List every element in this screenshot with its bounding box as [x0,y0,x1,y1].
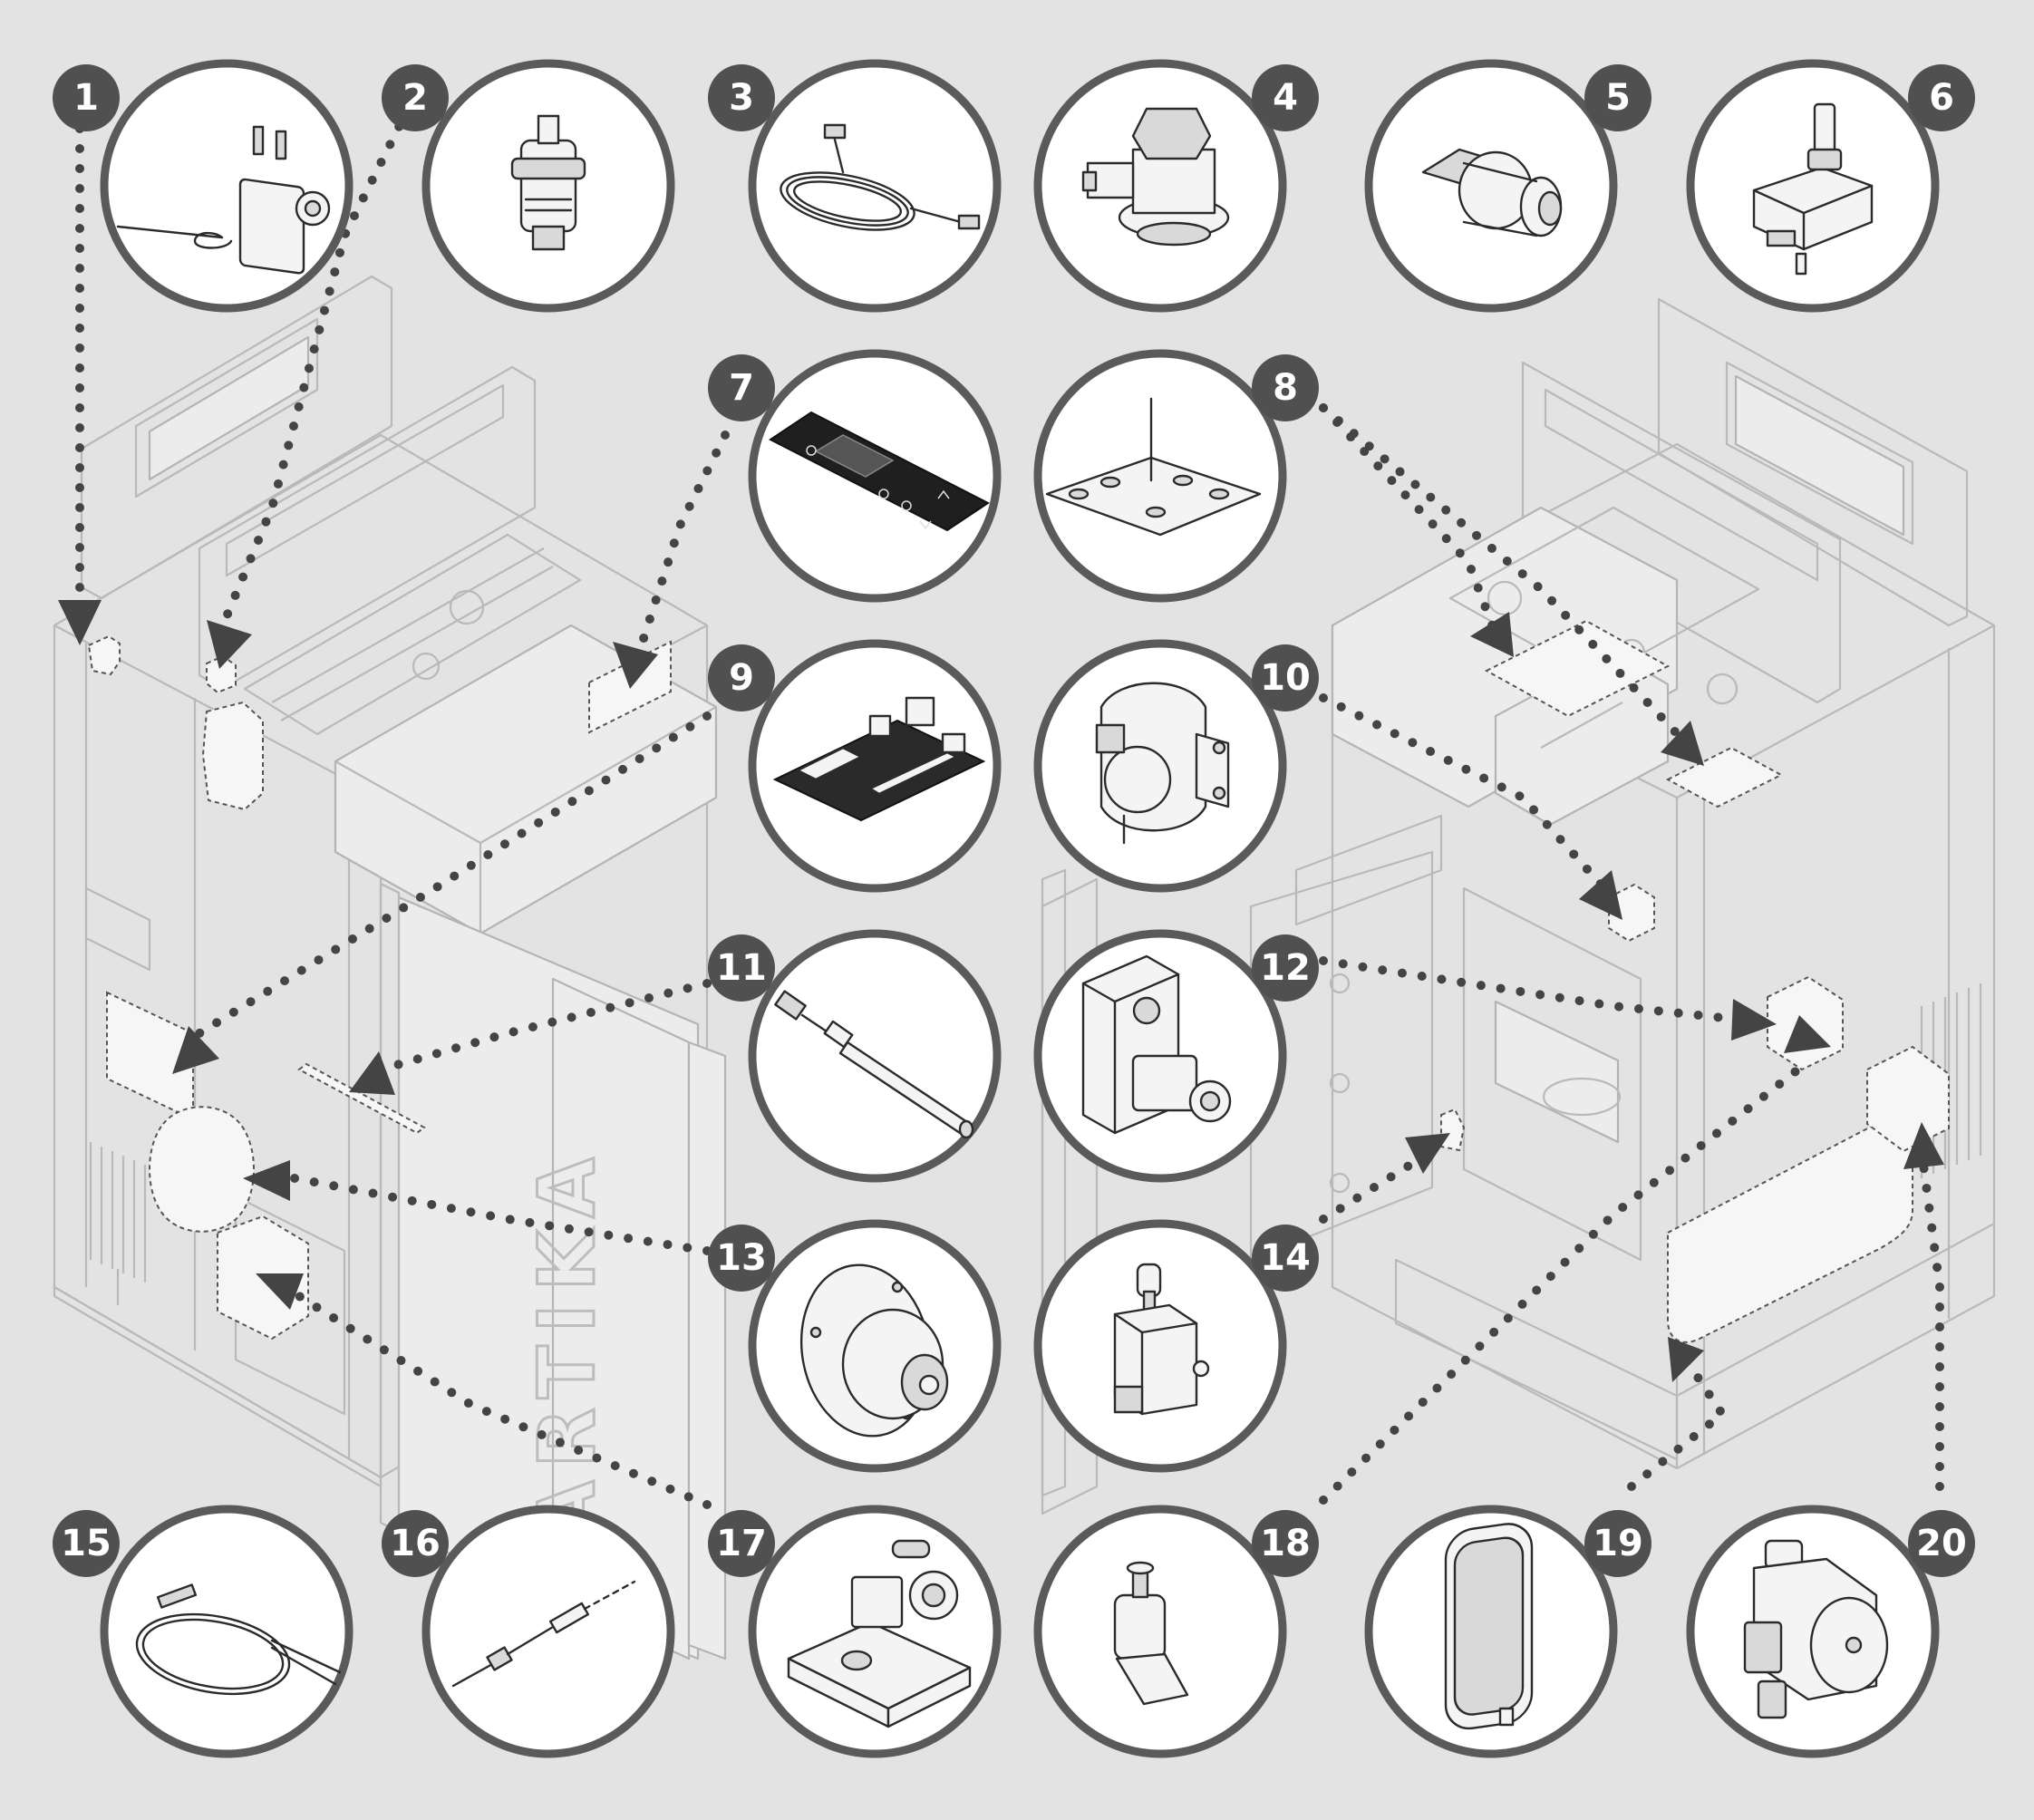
leader-20 [1917,1147,1944,1491]
callout-number: 5 [1605,77,1631,119]
callout-4: 7 [708,349,1002,603]
water-pressure-sensor-icon [1113,1561,1189,1706]
leader-14a [1319,403,1500,639]
callout-13: 4 [1033,59,1319,313]
callout-11: 6 [1686,59,1975,313]
smoke-fan-icon [799,1263,949,1438]
callout-number: 10 [1260,657,1311,699]
highlighted-locations [87,619,1950,1343]
callout-10: 15 [53,1505,354,1758]
callout-15: 10 [1033,639,1319,893]
loc-17 [1440,1108,1466,1152]
expansion-vessel-icon [1444,1523,1534,1730]
callout-number: 4 [1273,77,1298,119]
leader-14b [1319,403,1690,748]
callout-number: 14 [1260,1237,1311,1279]
pressure-switch-icon [1421,148,1563,237]
leader-7 [290,1174,712,1255]
auger-motor-icon [787,1539,972,1728]
svg-text:ARTIKA: ARTIKA [522,1145,613,1541]
leader-5 [195,712,712,1038]
callout-3: 3 [708,59,1002,313]
mounting-bracket-icon [1045,397,1262,537]
electronic-board-icon [772,696,986,822]
circulation-pump-icon [1743,1539,1889,1719]
leader-18 [1319,1060,1808,1505]
callout-number: 2 [402,77,428,119]
callout-number: 7 [729,367,754,409]
callout-number: 6 [1929,77,1954,119]
loc-14a [1484,619,1671,718]
callout-9: 16 [382,1505,675,1758]
callout-2: 2 [382,59,675,313]
loc-7 [149,1106,255,1233]
leader-19 [1627,1355,1729,1491]
callout-number: 13 [716,1237,767,1279]
igniter-rod-icon [774,990,974,1139]
loc-15 [1608,883,1655,943]
callout-number: 8 [1273,367,1298,409]
callout-6: 11 [708,929,1002,1183]
callout-20: 20 [1686,1505,1975,1758]
leader-17 [1319,1147,1437,1224]
callout-19: 19 [1364,1505,1651,1758]
right-stove-drawing [1041,297,1996,1515]
control-panel-display-icon [769,411,990,532]
loc-19 [1667,1119,1913,1343]
leader-4 [634,431,730,657]
limit-switch-icon [1113,1263,1210,1416]
callout-8: 17 [708,1505,1002,1758]
callout-number: 19 [1593,1523,1643,1564]
callout-number: 15 [61,1523,111,1564]
sensor-probe-icon [451,1580,636,1688]
callout-17: 14 [1033,1219,1319,1473]
callout-16: 12 [1033,929,1319,1183]
thermostat-icon [116,125,331,275]
air-vent-valve-icon [510,114,586,251]
callout-number: 17 [716,1523,767,1564]
callout-number: 11 [716,947,767,989]
callout-12: 5 [1364,59,1651,313]
callout-number: 3 [729,77,754,119]
callout-14: 8 [1033,349,1319,603]
callout-1: 1 [53,59,354,313]
loc-6 [297,1062,426,1135]
gear-motor-icon [1081,954,1232,1135]
callout-number: 1 [73,77,99,119]
air-pressure-switch-icon [1095,682,1230,845]
callout-number: 16 [390,1523,441,1564]
callout-18: 18 [1033,1505,1319,1758]
leader-8 [295,1292,712,1509]
callout-number: 12 [1260,947,1311,989]
loc-1 [87,634,121,676]
callout-number: 20 [1916,1523,1967,1564]
loc-2b [201,701,264,811]
microswitch-icon [1752,102,1874,276]
callout-5: 9 [708,639,1002,893]
arrowheads [58,600,1944,1382]
temperature-probe-cable-icon [780,123,981,231]
water-probe-icon [135,1583,342,1696]
leader-16 [1319,956,1745,1024]
leader-lines [75,104,1944,1509]
callout-number: 9 [729,657,754,699]
leader-15 [1319,693,1609,893]
callout-7: 13 [708,1219,1002,1473]
loc-14b [1665,746,1784,808]
artika-logo: ARTIKA [521,1144,615,1543]
leader-2 [222,104,412,621]
loc-20 [1866,1045,1950,1153]
left-stove-drawing: ARTIKA [53,275,727,1660]
callout-number: 18 [1260,1523,1311,1564]
safety-valve-icon [1081,107,1230,247]
